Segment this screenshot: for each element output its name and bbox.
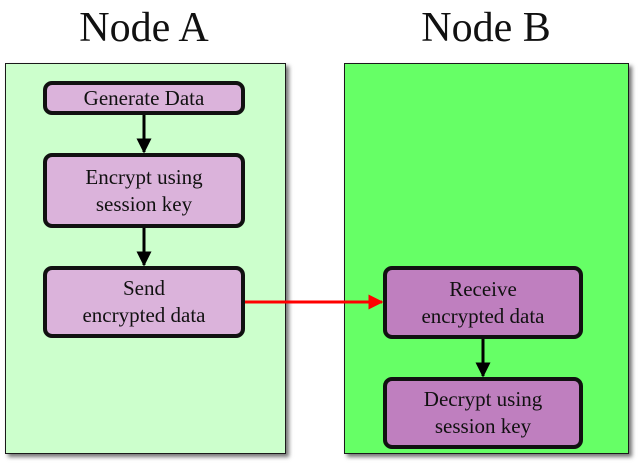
step-decrypt-session-key: Decrypt using session key — [383, 377, 583, 449]
node-a-title: Node A — [79, 5, 209, 51]
step-encrypt-session-key: Encrypt using session key — [43, 153, 245, 228]
node-a-panel — [5, 63, 286, 454]
step-send-encrypted-data: Send encrypted data — [43, 266, 245, 338]
node-b-title: Node B — [421, 5, 551, 51]
step-generate-data: Generate Data — [43, 81, 245, 115]
step-receive-encrypted-data: Receive encrypted data — [383, 266, 583, 339]
